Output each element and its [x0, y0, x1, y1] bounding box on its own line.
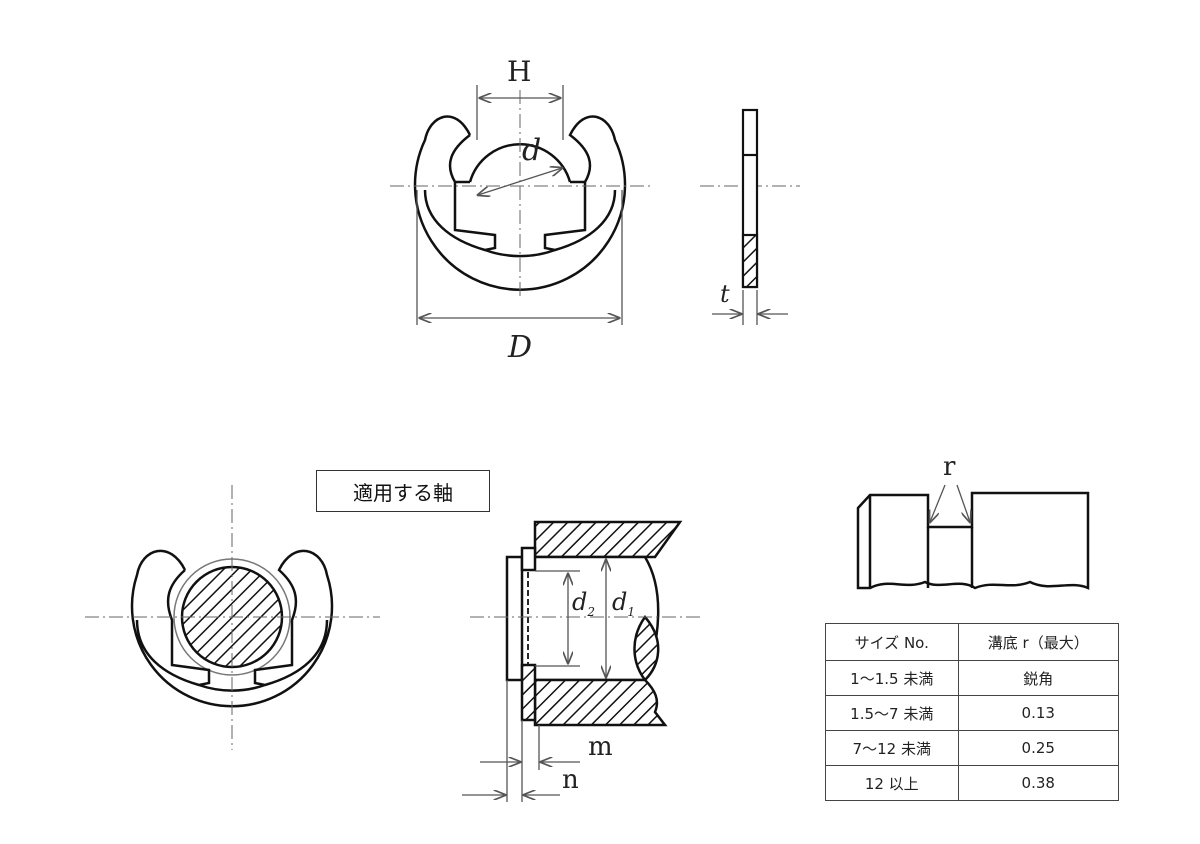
table-row: 1～1.5 未満鋭角	[825, 660, 1119, 696]
label-r: r	[943, 452, 956, 482]
table-header-row: サイズ No. 溝底 r（最大）	[825, 623, 1119, 661]
cell-radius: 0.38	[957, 765, 1119, 801]
label-d2-text: d	[572, 588, 588, 616]
label-H: H	[507, 55, 532, 88]
e-ring-on-shaft-view	[85, 485, 380, 750]
label-t: t	[720, 280, 730, 308]
shaft-section-view	[505, 520, 683, 727]
cell-size: 7～12 未満	[825, 730, 959, 766]
label-d1-text: d	[612, 588, 628, 616]
cell-size: 12 以上	[825, 765, 959, 801]
section-title-box: 適用する軸	[316, 470, 490, 512]
dimension-lines-top	[416, 85, 788, 325]
header-size: サイズ No.	[825, 623, 959, 661]
e-ring-side-view	[741, 108, 759, 289]
cell-size: 1～1.5 未満	[825, 660, 959, 696]
label-d: d	[522, 133, 542, 168]
header-radius: 溝底 r（最大）	[957, 623, 1119, 661]
label-d1: d1	[612, 588, 635, 619]
dimension-lines-section	[462, 560, 700, 802]
label-n: n	[562, 765, 579, 795]
center-lines-top	[390, 90, 800, 300]
cell-radius: 0.25	[957, 730, 1119, 766]
label-d2-sub: 2	[587, 604, 596, 619]
cell-radius: 0.13	[957, 695, 1119, 731]
label-m: m	[588, 732, 613, 762]
label-d1-sub: 1	[627, 604, 636, 619]
label-d2: d2	[572, 588, 595, 619]
groove-detail-view	[856, 491, 1090, 590]
cell-size: 1.5～7 未満	[825, 695, 959, 731]
r-leader-lines	[930, 484, 970, 522]
cell-radius: 鋭角	[957, 660, 1119, 696]
label-D: D	[508, 330, 533, 365]
